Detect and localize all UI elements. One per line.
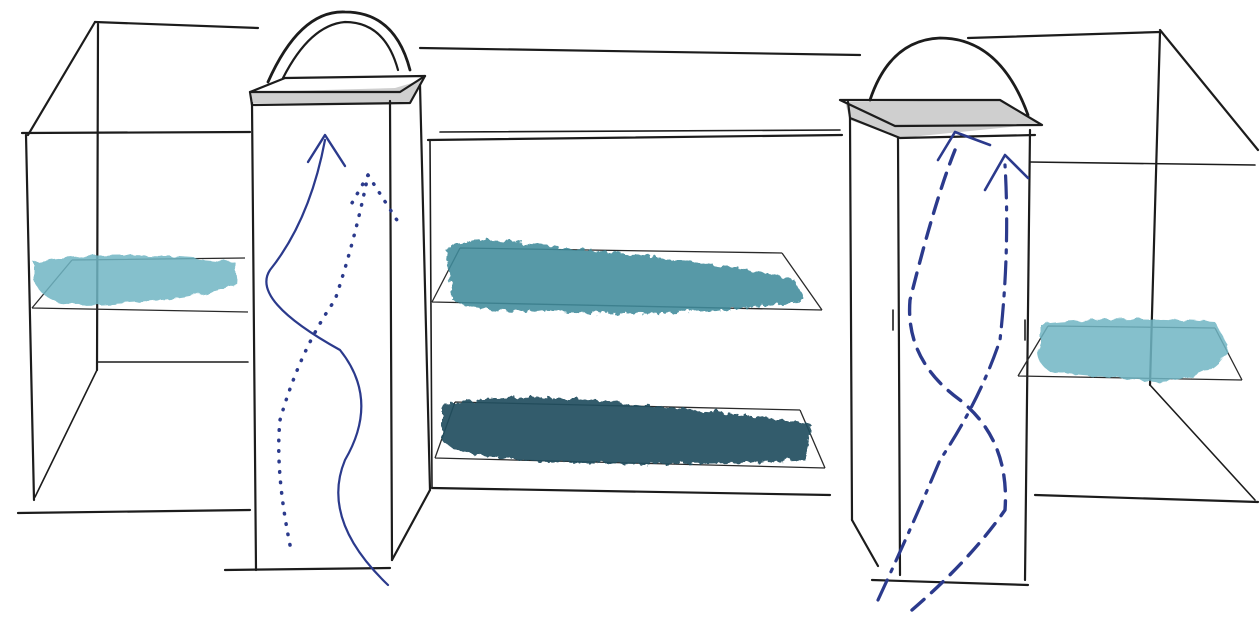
mid-wash-upper [446, 240, 805, 313]
airflow-solid-arrowhead [308, 135, 345, 166]
center-lower-shelf [435, 398, 825, 469]
left-tower [225, 12, 430, 570]
right-room-box [968, 30, 1258, 502]
right-tower [840, 38, 1042, 585]
center-upper-shelf [432, 240, 822, 313]
airflow-dashed-line [910, 150, 1006, 610]
right-shelf [1018, 319, 1242, 382]
dark-wash-lower [442, 398, 812, 465]
left-shelf [32, 255, 248, 312]
light-wash-right [1038, 319, 1228, 382]
light-wash-left [34, 255, 238, 305]
airflow-dotted-line [279, 175, 402, 545]
airflow-solid-line [266, 140, 388, 585]
left-tower-airflow [266, 135, 402, 585]
